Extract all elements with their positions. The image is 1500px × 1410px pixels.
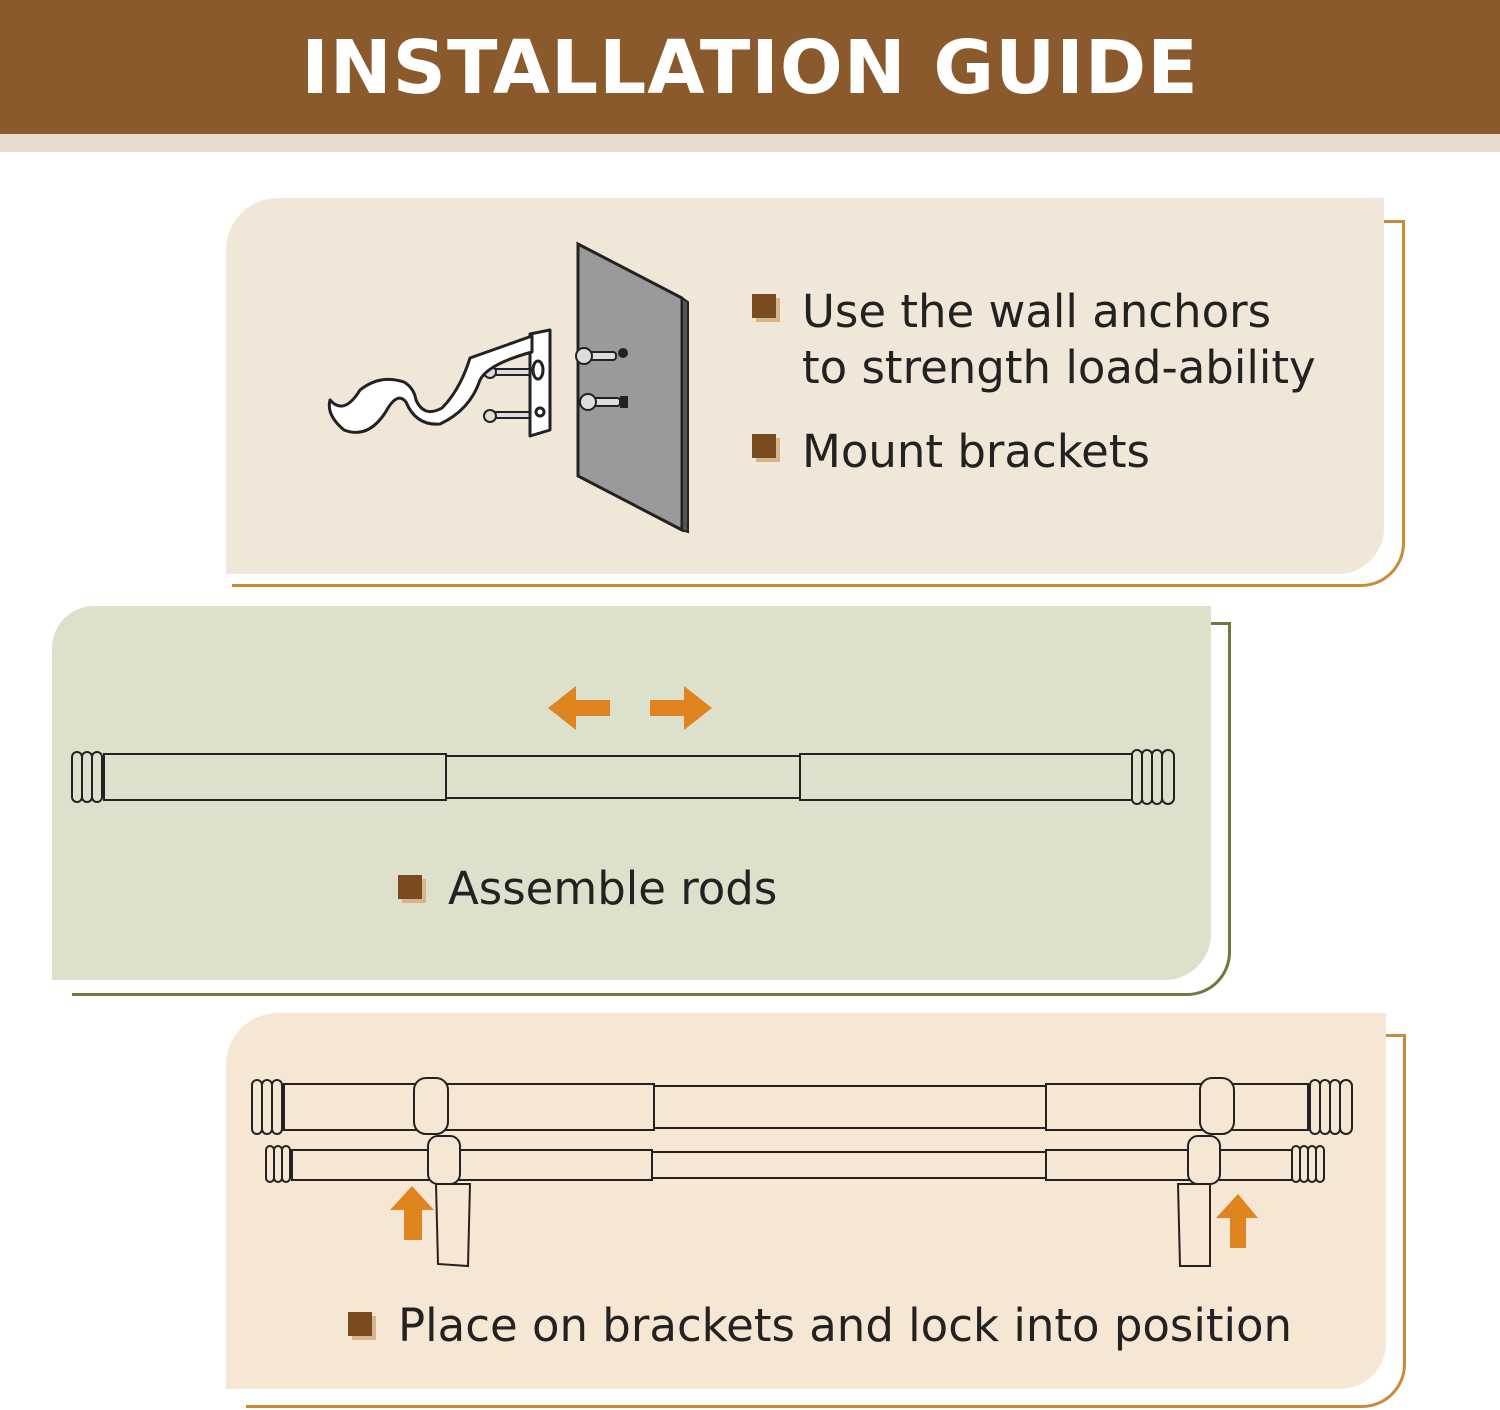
step-place-on-brackets: Place on brackets and lock into position [348,1298,1292,1354]
rod-icon [251,1079,1353,1183]
wall-board-icon [576,241,689,534]
bullet-square-icon [752,434,776,458]
step-text: Assemble rods [448,862,778,915]
header-banner: INSTALLATION GUIDE [0,0,1500,134]
step1-panel [226,198,1384,574]
step2-panel-outline-top [1210,622,1231,625]
step1-panel-outline [232,220,1405,587]
bullet-square-icon [752,294,776,318]
extend-arrows-icon [548,686,712,730]
bullet-square-icon [398,875,422,899]
page-title: INSTALLATION GUIDE [301,25,1199,111]
assemble-rods-illustration [71,686,1175,805]
step2-panel-outline [72,622,1231,996]
step-text: Place on brackets and lock into position [398,1299,1293,1352]
step-text: Mount brackets [802,425,1150,478]
place-on-brackets-illustration [251,1077,1353,1268]
header-shadow [0,134,1500,152]
step-wall-anchors: Use the wall anchors to strength load-ab… [752,284,1316,396]
bracket-icon [413,1077,1235,1268]
bracket-icon [327,328,552,438]
step-text: Use the wall anchors to strength load-ab… [802,285,1316,394]
screw-icon [483,347,621,423]
bracket-wall-illustration [327,241,689,534]
step3-panel-outline-top [1383,1034,1406,1037]
step3-panel-outline [246,1034,1406,1408]
step-mount-brackets: Mount brackets [752,424,1150,480]
bullet-square-icon [348,1312,372,1336]
step1-panel-outline-top [1380,220,1405,223]
rod-icon [71,749,1175,805]
up-arrow-icon [390,1186,1258,1248]
step-assemble-rods: Assemble rods [398,861,777,917]
